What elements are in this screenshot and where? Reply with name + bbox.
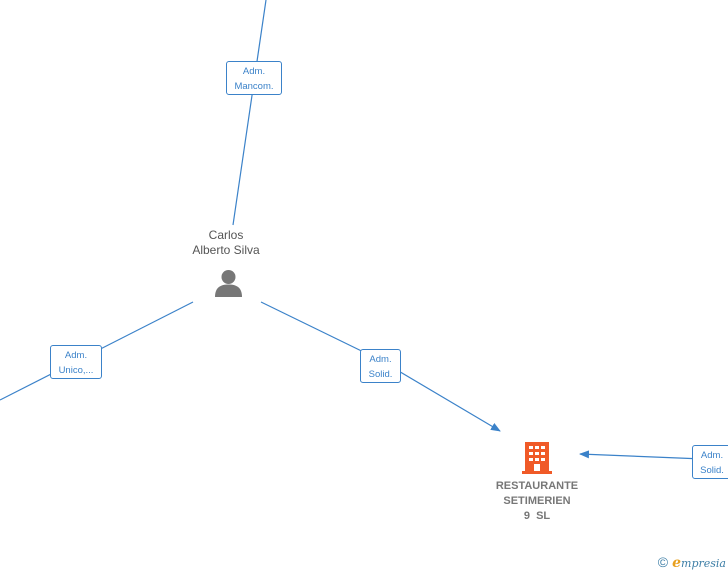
empresia-logo: ©empresia xyxy=(658,554,726,571)
role-line2: Solid. xyxy=(368,369,393,380)
brand-e-letter: e xyxy=(672,555,682,571)
person-icon[interactable] xyxy=(213,268,244,298)
brand-rest: mpresia xyxy=(681,557,726,570)
role-line2: Unico,... xyxy=(58,365,94,376)
building-icon[interactable] xyxy=(522,440,552,474)
role-box-adm-mancom[interactable]: Adm. Mancom. xyxy=(226,61,282,95)
person-name-line1: Carlos xyxy=(208,228,244,242)
role-line2: Mancom. xyxy=(234,81,274,92)
edge-top-to-person xyxy=(232,0,267,226)
copyright-symbol: © xyxy=(657,554,669,570)
role-line1: Adm. xyxy=(700,450,724,461)
role-box-adm-unico[interactable]: Adm. Unico,... xyxy=(50,345,102,379)
person-name-line2: Alberto Silva xyxy=(192,243,260,257)
role-box-adm-solid-right[interactable]: Adm. Solid. xyxy=(692,445,728,479)
person-node-name[interactable]: Carlos Alberto Silva xyxy=(176,228,276,258)
role-line1: Adm. xyxy=(369,354,392,365)
role-line1: Adm. xyxy=(242,66,266,77)
company-node-name[interactable]: RESTAURANTE SETIMERIEN 9 SL xyxy=(478,479,596,524)
role-box-adm-solid-middle[interactable]: Adm. Solid. xyxy=(360,349,401,383)
role-line2: Solid. xyxy=(700,465,724,476)
company-name-line1: RESTAURANTE xyxy=(495,480,579,492)
role-line1: Adm. xyxy=(64,350,88,361)
company-name-line2: SETIMERIEN xyxy=(503,495,571,507)
company-name-line3: 9 SL xyxy=(523,510,551,522)
